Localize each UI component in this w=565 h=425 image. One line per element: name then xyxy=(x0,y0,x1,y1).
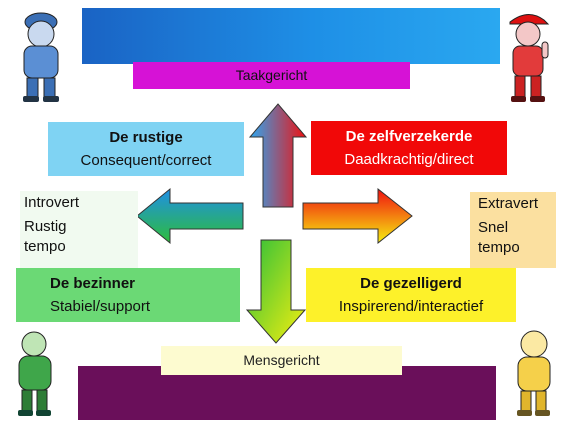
quadrant-title: De zelfverzekerde xyxy=(345,128,473,145)
side-line: Snel xyxy=(478,219,509,236)
side-line: Rustig xyxy=(24,218,67,235)
side-line: tempo xyxy=(478,239,520,256)
top-blue-band xyxy=(82,8,500,64)
quadrant-title: De gezelligerd xyxy=(360,275,462,292)
quadrant-subtitle: Daadkrachtig/direct xyxy=(344,151,474,168)
arrow-up xyxy=(248,103,308,208)
yellow-cartoon-character-icon xyxy=(517,330,551,416)
side-line: Introvert xyxy=(24,194,80,211)
arrow-left xyxy=(136,187,244,245)
side-line: Extravert xyxy=(478,195,539,212)
quadrant-subtitle: Consequent/correct xyxy=(80,152,212,169)
axis-label-bottom: Mensgericht xyxy=(161,346,402,375)
quadrant-subtitle: Stabiel/support xyxy=(50,298,151,315)
quadrant-bottom-right: De gezelligerd Inspirerend/interactief xyxy=(306,268,516,322)
side-label-left: Introvert Rustig tempo xyxy=(20,191,138,268)
quadrant-bottom-left: De bezinner Stabiel/support xyxy=(16,268,240,322)
arrow-right xyxy=(302,187,413,245)
side-label-right: Extravert Snel tempo xyxy=(470,192,556,268)
arrow-down xyxy=(245,239,307,344)
quadrant-subtitle: Inspirerend/interactief xyxy=(338,298,484,315)
red-cartoon-character-icon xyxy=(509,14,550,102)
quadrant-top-right: De zelfverzekerde Daadkrachtig/direct xyxy=(311,121,507,175)
quadrant-title: De bezinner xyxy=(50,275,136,292)
blue-cartoon-character-icon xyxy=(23,12,59,102)
bottom-purple-band xyxy=(78,366,496,420)
green-cartoon-character-icon xyxy=(18,331,52,416)
axis-label-top: Taakgericht xyxy=(133,62,410,89)
quadrant-top-left: De rustige Consequent/correct xyxy=(48,122,244,176)
side-line: tempo xyxy=(24,238,66,255)
quadrant-title: De rustige xyxy=(109,129,183,146)
